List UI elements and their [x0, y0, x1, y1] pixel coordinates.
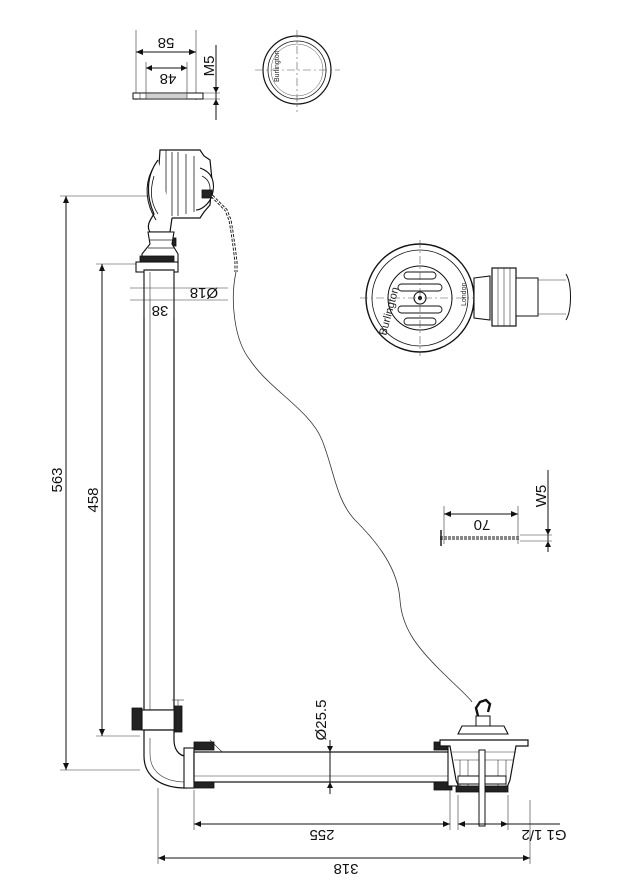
- height-tube-label: 458: [85, 487, 102, 512]
- plug-thread-label: M5: [201, 56, 218, 77]
- vertical-pipe: [143, 269, 175, 711]
- plug-outer-label: 58: [158, 34, 175, 51]
- overflow-offset-label: 38: [152, 302, 169, 319]
- waste-outlet: [439, 698, 529, 827]
- chain-detail: 70 W5: [440, 470, 552, 552]
- height-total-label: 563: [49, 467, 66, 492]
- plug-side-profile: 58 48 M5: [132, 30, 220, 120]
- chain-length-label: 70: [474, 516, 491, 533]
- overflow-head: [146, 149, 215, 247]
- overflow-diameter-label: Ø18: [190, 284, 218, 301]
- overflow-chain: [210, 194, 238, 272]
- plug-inner-label: 48: [160, 70, 177, 87]
- chain-size-label: W5: [533, 485, 550, 508]
- chain-wire: [232, 271, 473, 703]
- horizontal-pipe: [193, 751, 451, 783]
- overflow-face-view: Burlington London: [360, 240, 571, 356]
- overflow-city-text: London: [461, 283, 468, 306]
- plug-logo-text: Burlington: [274, 50, 281, 82]
- thread-label: G1 1/2: [521, 826, 566, 843]
- plug-top-view: Burlington: [255, 30, 340, 112]
- total-width-label: 318: [333, 860, 358, 877]
- pipe-diameter-label: Ø25.5: [313, 700, 330, 741]
- horizontal-run-label: 255: [309, 826, 334, 843]
- waste-assembly: 563 458: [49, 149, 567, 877]
